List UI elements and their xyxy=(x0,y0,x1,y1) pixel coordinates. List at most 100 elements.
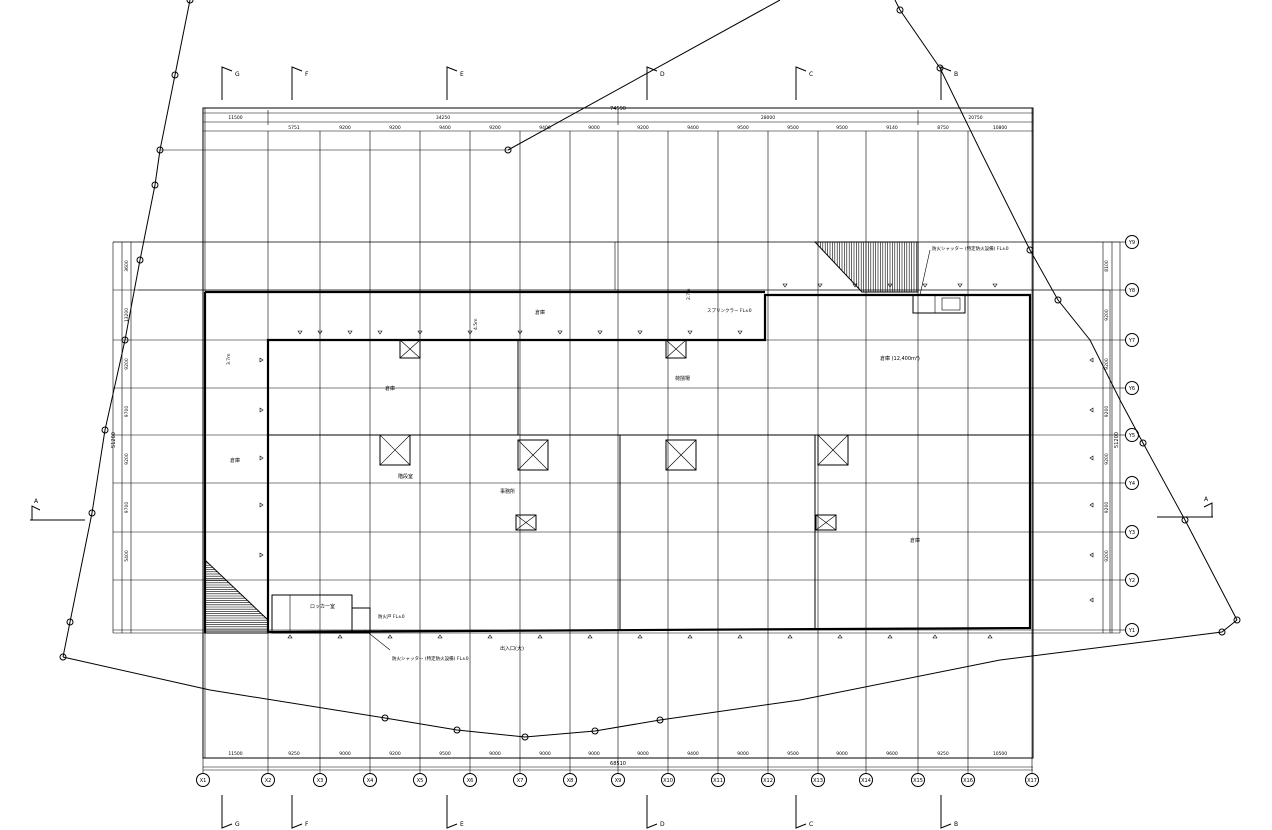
top-right-room-block xyxy=(912,294,966,314)
column-marker xyxy=(517,330,523,335)
left-dimension: 9700 xyxy=(124,502,130,514)
svg-text:Y9: Y9 xyxy=(1128,240,1135,246)
entrance-label: 出入口(大) xyxy=(500,645,524,652)
bottom-span-dimension: 9500 xyxy=(787,751,799,757)
column-marker xyxy=(537,634,543,639)
boundary-point xyxy=(101,426,109,434)
svg-text:X1: X1 xyxy=(200,778,207,784)
top-group-dimension: 34250 xyxy=(436,115,450,121)
svg-text:Y2: Y2 xyxy=(1128,578,1135,584)
column-marker xyxy=(787,634,793,639)
left-dimension: 13200 xyxy=(124,308,130,322)
x-axis-bubble: X4 xyxy=(363,758,377,787)
boundary-point xyxy=(1233,616,1241,624)
x-axis-bubble: X7 xyxy=(513,758,527,787)
left-dimension-total: 51200 xyxy=(111,432,117,448)
storage-walls xyxy=(203,290,1032,634)
boundary-point xyxy=(66,618,74,626)
top-span-dimension: 9400 xyxy=(439,125,451,131)
section-mark: G xyxy=(221,66,240,100)
top-span-dimension: 9500 xyxy=(836,125,848,131)
column-marker xyxy=(437,634,443,639)
column-marker xyxy=(587,634,593,639)
top-span-dimension: 9200 xyxy=(637,125,649,131)
svg-text:D: D xyxy=(660,71,665,78)
svg-text:G: G xyxy=(235,71,240,78)
column-marker xyxy=(887,634,893,639)
column-marker xyxy=(317,330,323,335)
svg-text:X3: X3 xyxy=(317,778,324,784)
room-labels: 倉庫 倉庫 (12,400m²) 倉庫 倉庫 倉庫 事務所 階段室 荷捌場 出入… xyxy=(230,309,920,652)
storage-area-label: 倉庫 (12,400m²) xyxy=(880,355,920,362)
boundary-point xyxy=(1139,439,1147,447)
section-mark: F xyxy=(291,795,309,829)
svg-text:C: C xyxy=(809,71,813,78)
column-marker xyxy=(1089,502,1094,508)
x-axis-bubble: X17 xyxy=(1025,758,1039,787)
section-mark: G xyxy=(221,795,240,829)
right-dimension: 9200 xyxy=(1104,406,1110,418)
svg-text:X2: X2 xyxy=(265,778,272,784)
column-marker xyxy=(557,330,563,335)
svg-text:X8: X8 xyxy=(567,778,574,784)
svg-text:X6: X6 xyxy=(467,778,474,784)
svg-text:X4: X4 xyxy=(367,778,374,784)
bottom-span-dimension: 9000 xyxy=(637,751,649,757)
svg-text:F: F xyxy=(305,71,309,78)
column-marker xyxy=(957,283,963,288)
bottom-span-dimension: 9400 xyxy=(687,751,699,757)
y-axis-bubble: Y2 xyxy=(1120,573,1139,587)
top-span-dimension: 8750 xyxy=(937,125,949,131)
svg-text:X7: X7 xyxy=(517,778,524,784)
stair-label: 階段室 xyxy=(398,473,413,480)
x-axis-bubble: X14 xyxy=(859,758,873,787)
column-marker xyxy=(637,330,643,335)
column-marker xyxy=(817,283,823,288)
core-block xyxy=(817,434,849,466)
top-span-dimension: 9140 xyxy=(886,125,898,131)
left-dimension: 5400 xyxy=(124,550,130,562)
section-mark: B xyxy=(940,795,958,829)
bottom-span-dimension: 9250 xyxy=(937,751,949,757)
svg-text:X15: X15 xyxy=(913,778,923,784)
overall-top-dimension: 74590 xyxy=(610,106,626,112)
column-markers xyxy=(259,283,1094,639)
column-marker xyxy=(1089,552,1094,558)
y-axis-bubble: Y9 xyxy=(1120,235,1139,249)
bottom-span-dimension: 11500 xyxy=(228,751,242,757)
core-block xyxy=(399,339,421,359)
section-mark: C xyxy=(795,795,813,829)
column-marker xyxy=(637,634,643,639)
right-dimension: 9200 xyxy=(1104,502,1110,514)
x-axis-bubble: X12 xyxy=(761,758,775,787)
office-label: 事務所 xyxy=(500,488,515,495)
svg-text:C: C xyxy=(809,821,813,828)
column-marker xyxy=(417,330,423,335)
svg-text:B: B xyxy=(954,821,958,828)
column-marker xyxy=(1089,357,1094,363)
section-mark: D xyxy=(646,795,665,829)
svg-text:Y6: Y6 xyxy=(1128,386,1135,392)
core-block xyxy=(665,439,697,471)
boundary-point xyxy=(186,0,194,4)
boundary-point xyxy=(656,716,664,724)
column-marker xyxy=(887,283,893,288)
right-dimension-total: 51200 xyxy=(1114,432,1120,448)
top-span-dimension: 9400 xyxy=(687,125,699,131)
svg-text:Y4: Y4 xyxy=(1128,481,1135,487)
x-axis-bubble: X11 xyxy=(711,758,725,787)
section-mark: D xyxy=(646,66,665,100)
column-marker xyxy=(987,634,993,639)
column-marker xyxy=(1089,597,1094,603)
svg-text:X13: X13 xyxy=(813,778,823,784)
svg-text:F: F xyxy=(305,821,309,828)
section-mark: B xyxy=(940,66,958,100)
x-axis-bubble: X1 xyxy=(196,758,210,787)
y-axis-bubble: Y4 xyxy=(1120,476,1139,490)
column-marker xyxy=(259,552,264,558)
